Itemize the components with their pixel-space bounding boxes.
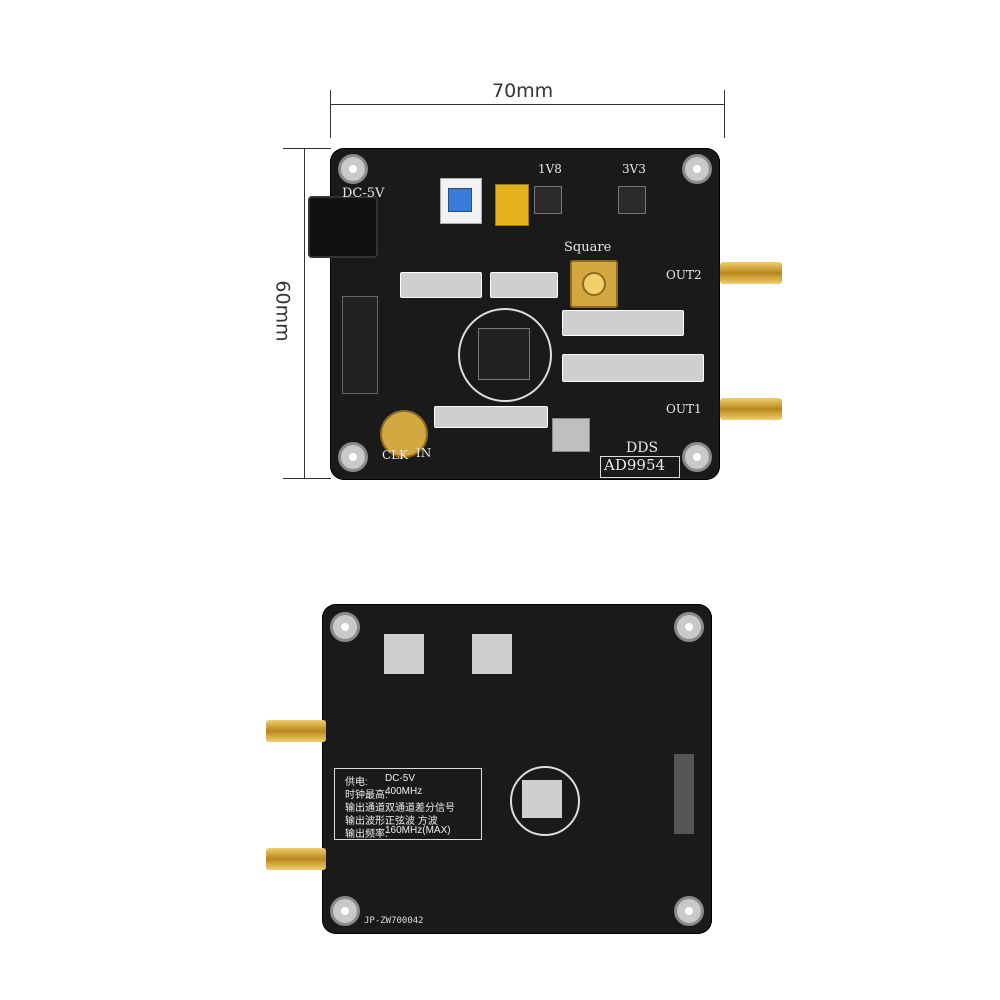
dc-5v-label: DC-5V bbox=[342, 186, 385, 201]
square-sma-center bbox=[582, 272, 606, 296]
out2-sma-connector bbox=[720, 262, 782, 284]
width-dimension-tick-left bbox=[330, 90, 331, 138]
dds-label: DDS bbox=[626, 440, 659, 456]
width-dimension-tick-right bbox=[724, 90, 725, 138]
spec-value-3: 双通道差分信号 bbox=[385, 803, 455, 814]
crystal-oscillator bbox=[552, 418, 590, 452]
power-switch-knob bbox=[448, 188, 472, 212]
dc-jack bbox=[308, 196, 378, 258]
clk-label: CLK bbox=[382, 448, 409, 462]
square-label: Square bbox=[564, 240, 612, 255]
back-pcb-board: 供电: DC-5V 时钟最高: 400MHz 输出通道: 双通道差分信号 输出波… bbox=[322, 604, 712, 934]
height-dimension-label: 60mm bbox=[271, 280, 294, 342]
back-mount-hole-bottom-left bbox=[330, 896, 360, 926]
in-label: IN bbox=[416, 446, 432, 460]
mount-hole-bottom-left bbox=[338, 442, 368, 472]
spec-label-box: 供电: DC-5V 时钟最高: 400MHz 输出通道: 双通道差分信号 输出波… bbox=[334, 768, 482, 840]
height-dimension-tick-top bbox=[283, 148, 331, 149]
ad9954-label-box bbox=[600, 456, 680, 478]
back-pad-right bbox=[472, 634, 512, 674]
back-mount-hole-bottom-right bbox=[674, 896, 704, 926]
ad9954-label: AD9954 bbox=[604, 456, 666, 474]
clk-in-sma-connector bbox=[380, 410, 428, 458]
spec-key-2: 时钟最高: bbox=[345, 790, 388, 801]
regulator-1v8 bbox=[534, 186, 562, 214]
pin-header bbox=[342, 296, 378, 394]
ad9954-chip bbox=[478, 328, 530, 380]
mount-hole-bottom-right bbox=[682, 442, 712, 472]
back-pad-left bbox=[384, 634, 424, 674]
back-sma-top bbox=[266, 720, 326, 742]
front-pcb-board: DC-5V 1V8 3V3 Square OUT2 OUT1 CLK IN DD… bbox=[308, 148, 720, 480]
spec-value-4: 正弦波 方波 bbox=[385, 816, 438, 827]
spec-key-1: 供电: bbox=[345, 777, 368, 788]
out1-sma-connector bbox=[720, 398, 782, 420]
rail-1v8-label: 1V8 bbox=[538, 162, 562, 176]
height-dimension-line bbox=[304, 148, 305, 478]
spec-value-5: 160MHz(MAX) bbox=[385, 825, 451, 836]
spec-key-3: 输出通道: bbox=[345, 803, 388, 814]
spec-value-1: DC-5V bbox=[385, 773, 416, 784]
rail-3v3-label: 3V3 bbox=[622, 162, 646, 176]
back-header-pads bbox=[674, 754, 694, 834]
cap-row-top bbox=[400, 272, 482, 298]
width-dimension-line bbox=[330, 104, 725, 105]
back-mount-hole-top-left bbox=[330, 612, 360, 642]
chip-silk-circle bbox=[458, 308, 552, 402]
cap-block-mid bbox=[562, 310, 684, 336]
width-dimension-label: 70mm bbox=[492, 80, 554, 102]
spec-value-2: 400MHz bbox=[385, 786, 423, 797]
spec-key-5: 输出频率: bbox=[345, 829, 388, 840]
regulator-3v3 bbox=[618, 186, 646, 214]
height-dimension-tick-bottom bbox=[283, 478, 331, 479]
power-switch bbox=[440, 178, 482, 224]
cap-row-top-right bbox=[490, 272, 558, 298]
back-center-pad bbox=[522, 780, 562, 818]
cap-block-lower bbox=[562, 354, 704, 382]
resistor-row-bottom bbox=[434, 406, 548, 428]
back-sma-bottom bbox=[266, 848, 326, 870]
back-chip-circle bbox=[510, 766, 580, 836]
tantalum-capacitor bbox=[495, 184, 529, 226]
mount-hole-top-left bbox=[338, 154, 368, 184]
spec-key-4: 输出波形: bbox=[345, 816, 388, 827]
part-code-label: JP-ZW700042 bbox=[364, 916, 424, 926]
out2-label: OUT2 bbox=[666, 268, 702, 282]
back-mount-hole-top-right bbox=[674, 612, 704, 642]
mount-hole-top-right bbox=[682, 154, 712, 184]
out1-label: OUT1 bbox=[666, 402, 702, 416]
